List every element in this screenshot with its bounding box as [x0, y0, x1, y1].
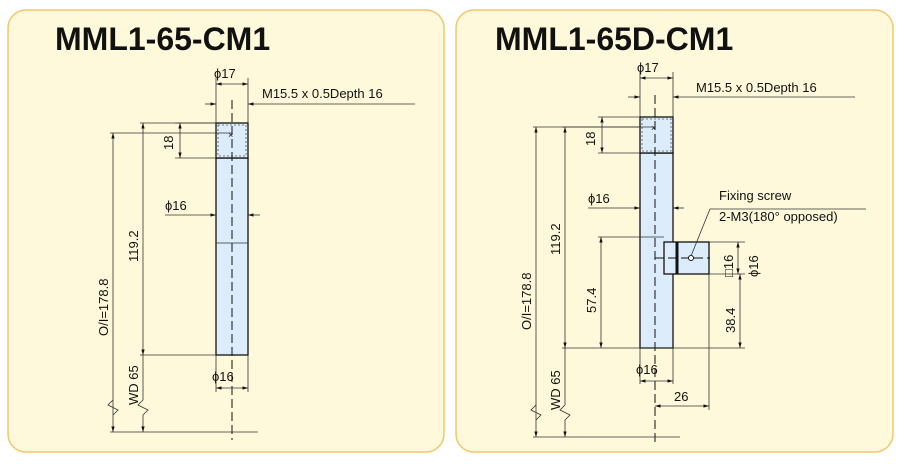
fixing-screw-label: Fixing screw [719, 188, 792, 203]
dim-side-diameter: ϕ16 [746, 255, 761, 277]
dimensions: ϕ17 M15.5 x 0.5Depth 16 18 ϕ16 119.2 O/I… [96, 66, 415, 433]
dim-top-diameter: ϕ17 [214, 66, 236, 81]
dim-38-4: 38.4 [723, 308, 738, 333]
dim-oi: O/I=178.8 [96, 279, 111, 336]
dim-top-diameter: ϕ17 [637, 60, 659, 75]
fixing-screw-spec: 2-M3(180° opposed) [719, 209, 838, 224]
dim-bottom-diameter: ϕ16 [636, 362, 658, 377]
dim-wd: WD 65 [126, 365, 141, 405]
dim-57-4: 57.4 [584, 288, 599, 313]
dim-26: 26 [674, 389, 688, 404]
lens-body: × [215, 100, 249, 440]
thread-spec: M15.5 x 0.5Depth 16 [696, 80, 817, 95]
dim-119-2: 119.2 [126, 230, 141, 262]
dim-18: 18 [583, 132, 598, 146]
dim-119-2: 119.2 [548, 223, 563, 255]
dim-18: 18 [161, 136, 176, 150]
panel-mml1-65-cm1: MML1-65-CM1 × ϕ17 M15.5 x 0.5Depth 16 18… [7, 9, 445, 453]
model-title: MML1-65-CM1 [55, 21, 270, 57]
lens-body: × [639, 95, 710, 445]
svg-text:×: × [228, 130, 233, 140]
thread-spec: M15.5 x 0.5Depth 16 [262, 86, 383, 101]
dim-mid-diameter: ϕ16 [165, 198, 187, 213]
dim-oi: O/I=178.8 [519, 273, 534, 330]
dim-mid-diameter: ϕ16 [588, 191, 610, 206]
dimensions: ϕ17 M15.5 x 0.5Depth 16 18 ϕ16 Fixing sc… [519, 60, 866, 438]
dim-square-16: □16 [721, 255, 736, 277]
panel-mml1-65d-cm1: MML1-65D-CM1 × ϕ17 M15.5 x 0.5Depth 16 1… [455, 9, 894, 453]
dim-bottom-diameter: ϕ16 [212, 369, 234, 384]
dim-wd: WD 65 [548, 370, 563, 410]
svg-text:×: × [651, 123, 656, 133]
model-title: MML1-65D-CM1 [495, 21, 733, 57]
